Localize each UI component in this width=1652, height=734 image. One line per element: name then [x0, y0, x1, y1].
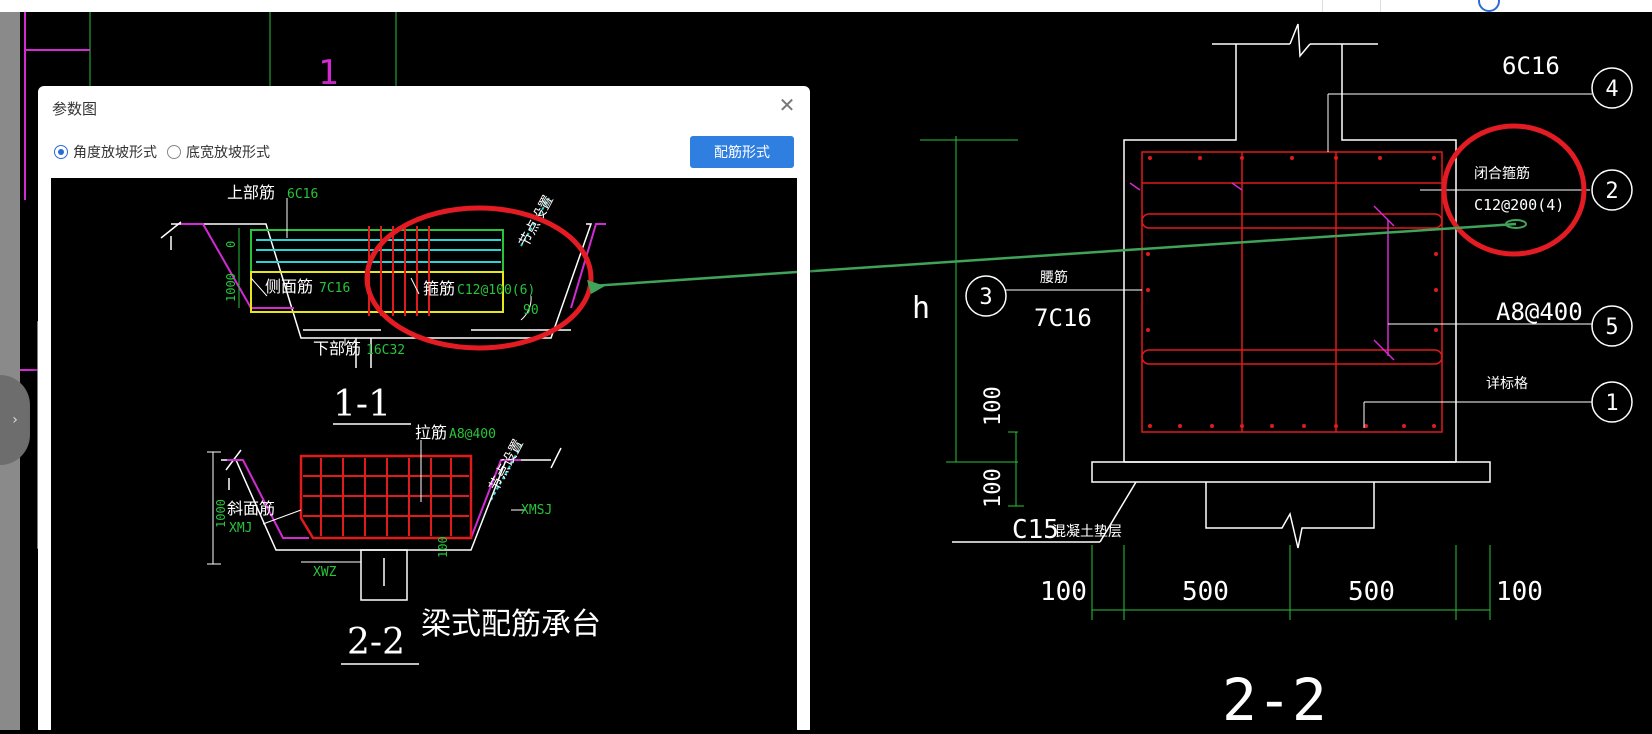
dim-1000-b: 1000	[214, 499, 228, 528]
dim-left-500: 500	[1182, 577, 1229, 607]
close-icon[interactable]: ✕	[778, 93, 796, 117]
radio-width-slope[interactable]	[167, 145, 181, 159]
parameter-dialog: 参数图 ✕ 角度放坡形式 底宽放坡形式 配筋形式	[38, 86, 810, 730]
section-label: 2-2	[1222, 666, 1327, 730]
dim-vertical-100-bottom: 100	[981, 468, 1006, 508]
bottom-bar-value: 16C32	[366, 343, 405, 358]
stirrup-value: C12@100(6)	[457, 283, 535, 298]
dim-top-rebar: 6C16	[1502, 52, 1560, 80]
annotation-circle	[1441, 123, 1587, 257]
parameter-diagram: 上部筋 6C16 侧面筋 7C16 箍筋 C12@100(6) 下部筋 16C3…	[160, 184, 798, 665]
collapse-handle-chevron-icon[interactable]: ›	[0, 375, 30, 465]
dialog-title: 参数图	[52, 101, 98, 118]
other-rebar-label: 详标格	[1486, 376, 1528, 392]
callout-circle	[1591, 381, 1633, 423]
callout-circle	[965, 275, 1007, 317]
callout-circle	[1591, 169, 1633, 211]
height-label: h	[912, 291, 930, 326]
top-bar-value: 6C16	[287, 187, 318, 202]
callout-number: 4	[1605, 77, 1618, 102]
radio-angle-label[interactable]: 角度放坡形式	[73, 144, 157, 160]
callout-number: 3	[979, 285, 992, 310]
side-rebar-label: 腰筋	[1040, 269, 1068, 286]
base-grade: C15	[1012, 515, 1059, 545]
parameter-preview: 上部筋 6C16 侧面筋 7C16 箍筋 C12@100(6) 下部筋 16C3…	[51, 178, 798, 730]
toolbar-divider	[1322, 0, 1323, 12]
callout-number: 2	[1605, 179, 1618, 204]
xwz-label: XWZ	[313, 565, 337, 580]
base-description: 混凝土垫层	[1052, 524, 1122, 540]
toolbar-divider	[1380, 0, 1381, 12]
dim-right-500: 500	[1348, 577, 1395, 607]
callout-number: 1	[1605, 391, 1618, 416]
dim-100: 100	[436, 536, 450, 558]
callout-circle	[1591, 67, 1633, 109]
side-rebar-spec: 7C16	[1034, 304, 1092, 332]
tie-spec: A8@400	[1496, 298, 1583, 326]
dim-left-100: 100	[1040, 577, 1087, 607]
slope-angle: 90	[523, 303, 539, 318]
side-bar-label: 侧面筋	[265, 278, 313, 296]
stirrup-spec: C12@200(4)	[1474, 196, 1564, 214]
radio-angle-slope[interactable]	[54, 145, 68, 159]
bottom-bar-label: 下部筋	[313, 340, 361, 358]
node-setting-label-2: 节点设置	[486, 436, 526, 493]
left-panel-strip	[0, 12, 20, 730]
dim-zero: 0	[224, 241, 238, 248]
section-2-title: 2-2	[347, 622, 405, 663]
dim-vertical-100-top: 100	[981, 386, 1006, 426]
radio-width-label[interactable]: 底宽放坡形式	[186, 144, 270, 160]
dim-1000-a: 1000	[224, 273, 238, 302]
background-label: 1	[318, 53, 338, 93]
xmsj-label: XMSJ	[521, 503, 552, 518]
side-bar-value: 7C16	[319, 281, 350, 296]
annotation-circle	[364, 205, 594, 351]
diagram-caption: 梁式配筋承台	[421, 607, 601, 642]
xmj-label: XMJ	[229, 521, 252, 536]
annotation-arrowhead	[587, 280, 605, 294]
closed-stirrup-label: 闭合箍筋	[1474, 165, 1530, 182]
section-1-title: 1-1	[333, 384, 391, 425]
slope-mode-radio-group: 角度放坡形式 底宽放坡形式	[54, 142, 280, 162]
top-bar-label: 上部筋	[227, 184, 275, 202]
top-toolbar-strip	[0, 0, 1652, 12]
callout-circle	[1591, 305, 1633, 347]
node-setting-label-1: 节点设置	[516, 192, 556, 249]
stirrup-label: 箍筋	[423, 280, 455, 298]
tie-label: 拉筋	[415, 424, 447, 442]
slope-bar-label: 斜面筋	[227, 500, 275, 518]
dim-right-100: 100	[1496, 577, 1543, 607]
tie-value: A8@400	[449, 427, 496, 442]
callout-number: 5	[1605, 315, 1618, 340]
reinforcement-style-button[interactable]: 配筋形式	[690, 136, 794, 168]
